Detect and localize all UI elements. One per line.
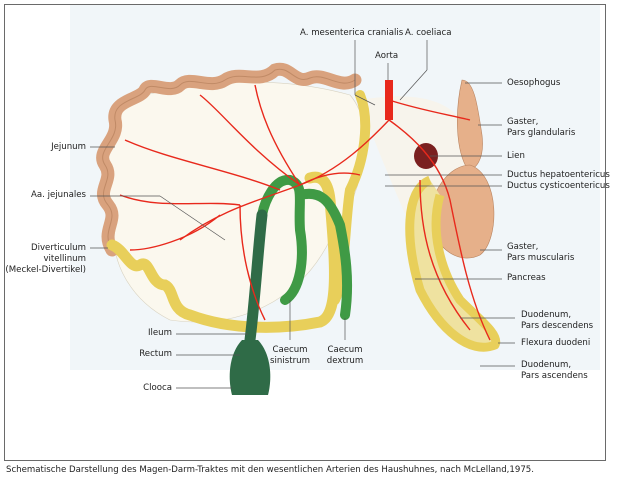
stomach-glandularis	[457, 79, 483, 171]
label-line: sinistrum	[270, 356, 310, 366]
label-ductus-hepatoentericus: Ductus hepatoentericus	[507, 170, 610, 180]
label-cloaca: Clooca	[143, 383, 172, 393]
label-oesophagus: Oesophogus	[507, 78, 561, 88]
label-lien: Lien	[507, 151, 525, 161]
arteries	[119, 84, 491, 341]
leader-lines	[90, 40, 515, 389]
label-line: (Meckel-Divertikel)	[5, 265, 86, 275]
label-pancreas: Pancreas	[507, 273, 546, 283]
label-line: vitellinum	[43, 254, 86, 264]
figure-caption: Schematische Darstellung des Magen-Darm-…	[6, 465, 534, 475]
label-line: dextrum	[326, 356, 364, 366]
label-duodenum-ascendens: Duodenum,Pars ascendens	[521, 360, 588, 382]
label-line: Pars muscularis	[507, 253, 575, 263]
label-line: Duodenum,	[521, 310, 572, 320]
cloaca	[229, 340, 271, 395]
label-line: Diverticulum	[30, 243, 86, 253]
label-gaster-glandularis: Gaster,Pars glandularis	[507, 117, 575, 139]
label-jejunum: Jejunum	[51, 142, 86, 152]
label-line: Duodenum,	[521, 360, 572, 370]
label-aa-jejunales: Aa. jejunales	[31, 190, 86, 200]
label-ductus-cysticoentericus: Ductus cysticoentericus	[507, 181, 610, 191]
label-line: Caecum	[272, 345, 308, 355]
label-a-coeliaca: A. coeliaca	[405, 28, 452, 38]
label-line: Gaster,	[507, 242, 539, 252]
label-ileum: Ileum	[147, 328, 172, 338]
label-line: Pars ascendens	[521, 371, 588, 381]
label-flexura-duodeni: Flexura duodeni	[521, 338, 591, 348]
label-duodenum-descendens: Duodenum,Pars descendens	[521, 310, 593, 332]
label-gaster-muscularis: Gaster,Pars muscularis	[507, 242, 574, 264]
label-line: Pars glandularis	[507, 128, 576, 138]
label-line: Pars descendens	[521, 321, 594, 331]
duodenum-loop	[405, 175, 501, 352]
label-line: Caecum	[327, 345, 363, 355]
rectum	[244, 209, 268, 346]
label-aorta: Aorta	[375, 51, 399, 61]
caecum-dextrum	[295, 188, 353, 320]
label-line: Gaster,	[507, 117, 539, 127]
label-rectum: Rectum	[139, 349, 172, 359]
label-a-mesenterica-cranialis: A. mesenterica cranialis	[300, 28, 404, 38]
